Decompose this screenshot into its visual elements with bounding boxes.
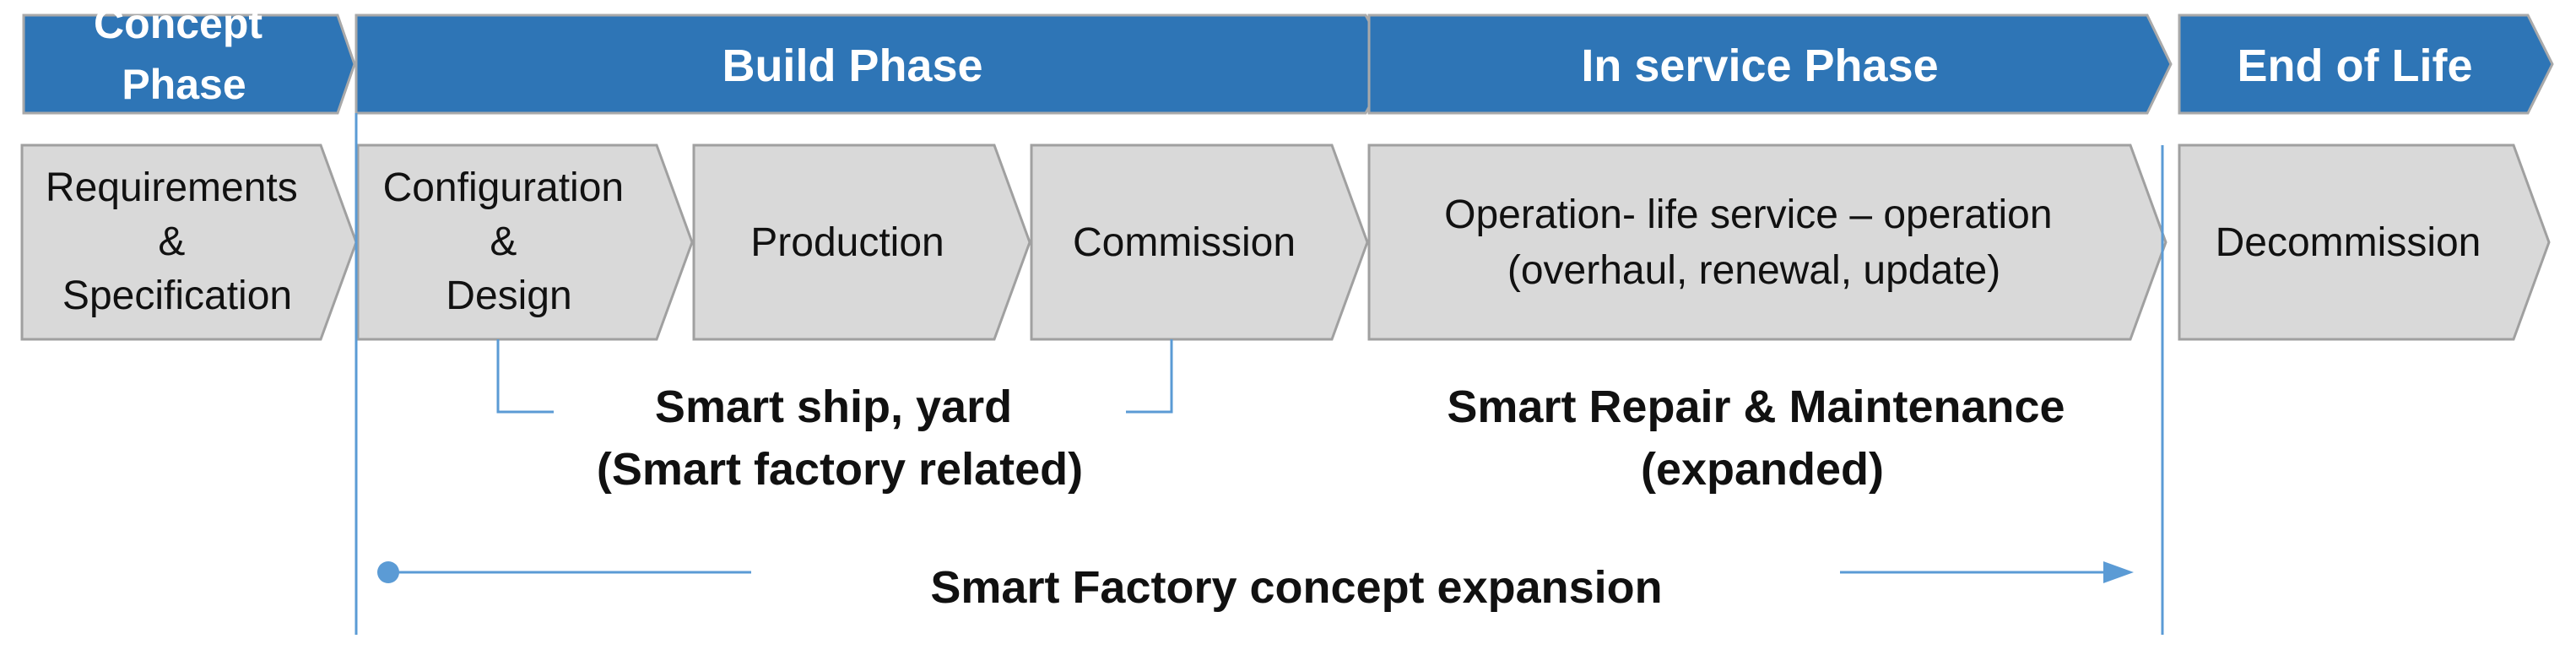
phase-in-service-label: In service Phase <box>1581 41 1938 91</box>
step-row: Requirements & Specification Configurati… <box>20 143 2551 341</box>
annotations: Smart ship, yard (Smart factory related)… <box>597 382 2077 613</box>
step-configuration-design: Configuration & Design <box>356 143 694 341</box>
phase-concept-label: Concept Phase <box>94 0 274 108</box>
phase-in-service: In service Phase <box>1367 14 2173 115</box>
step-requirements-shape <box>20 143 358 341</box>
phase-end-of-life-label: End of Life <box>2238 41 2473 91</box>
step-requirements-specification: Requirements & Specification <box>20 143 358 341</box>
expansion-note: Smart Factory concept expansion <box>930 562 1662 613</box>
phase-concept: Concept Phase <box>22 0 356 115</box>
step-decommission: Decommission <box>2178 143 2551 341</box>
step-decommission-label: Decommission <box>2216 220 2481 265</box>
step-commission: Commission <box>1030 143 1369 341</box>
step-production-shape <box>692 143 1031 341</box>
step-operation-shape <box>1367 143 2167 341</box>
step-operation: Operation- life service – operation (ove… <box>1367 143 2167 341</box>
smart-repair-note: Smart Repair & Maintenance (expanded) <box>1447 382 2077 495</box>
step-configuration-label: Configuration & Design <box>383 165 636 318</box>
phase-in-service-shape <box>1367 14 2173 115</box>
guide-lines <box>354 113 2164 635</box>
smart-ship-note: Smart ship, yard (Smart factory related) <box>597 382 1083 495</box>
phase-build: Build Phase <box>354 14 1394 115</box>
phase-concept-shape <box>22 14 356 115</box>
phase-end-of-life: End of Life <box>2178 14 2554 115</box>
step-commission-shape <box>1030 143 1369 341</box>
expansion-arrowhead <box>2103 561 2134 583</box>
phase-build-label: Build Phase <box>722 41 982 91</box>
smart-ship-left-bracket <box>496 339 554 414</box>
phase-row: Concept Phase Build Phase In service Pha… <box>22 0 2554 115</box>
step-configuration-shape <box>356 143 694 341</box>
step-production-label: Production <box>750 220 944 265</box>
step-decommission-shape <box>2178 143 2551 341</box>
step-commission-label: Commission <box>1073 220 1296 265</box>
smart-ship-right-bracket <box>1126 339 1173 414</box>
phase-end-of-life-shape <box>2178 14 2554 115</box>
step-production: Production <box>692 143 1031 341</box>
step-requirements-label: Requirements & Specification <box>46 165 309 318</box>
step-operation-label: Operation- life service – operation (ove… <box>1444 192 2064 293</box>
